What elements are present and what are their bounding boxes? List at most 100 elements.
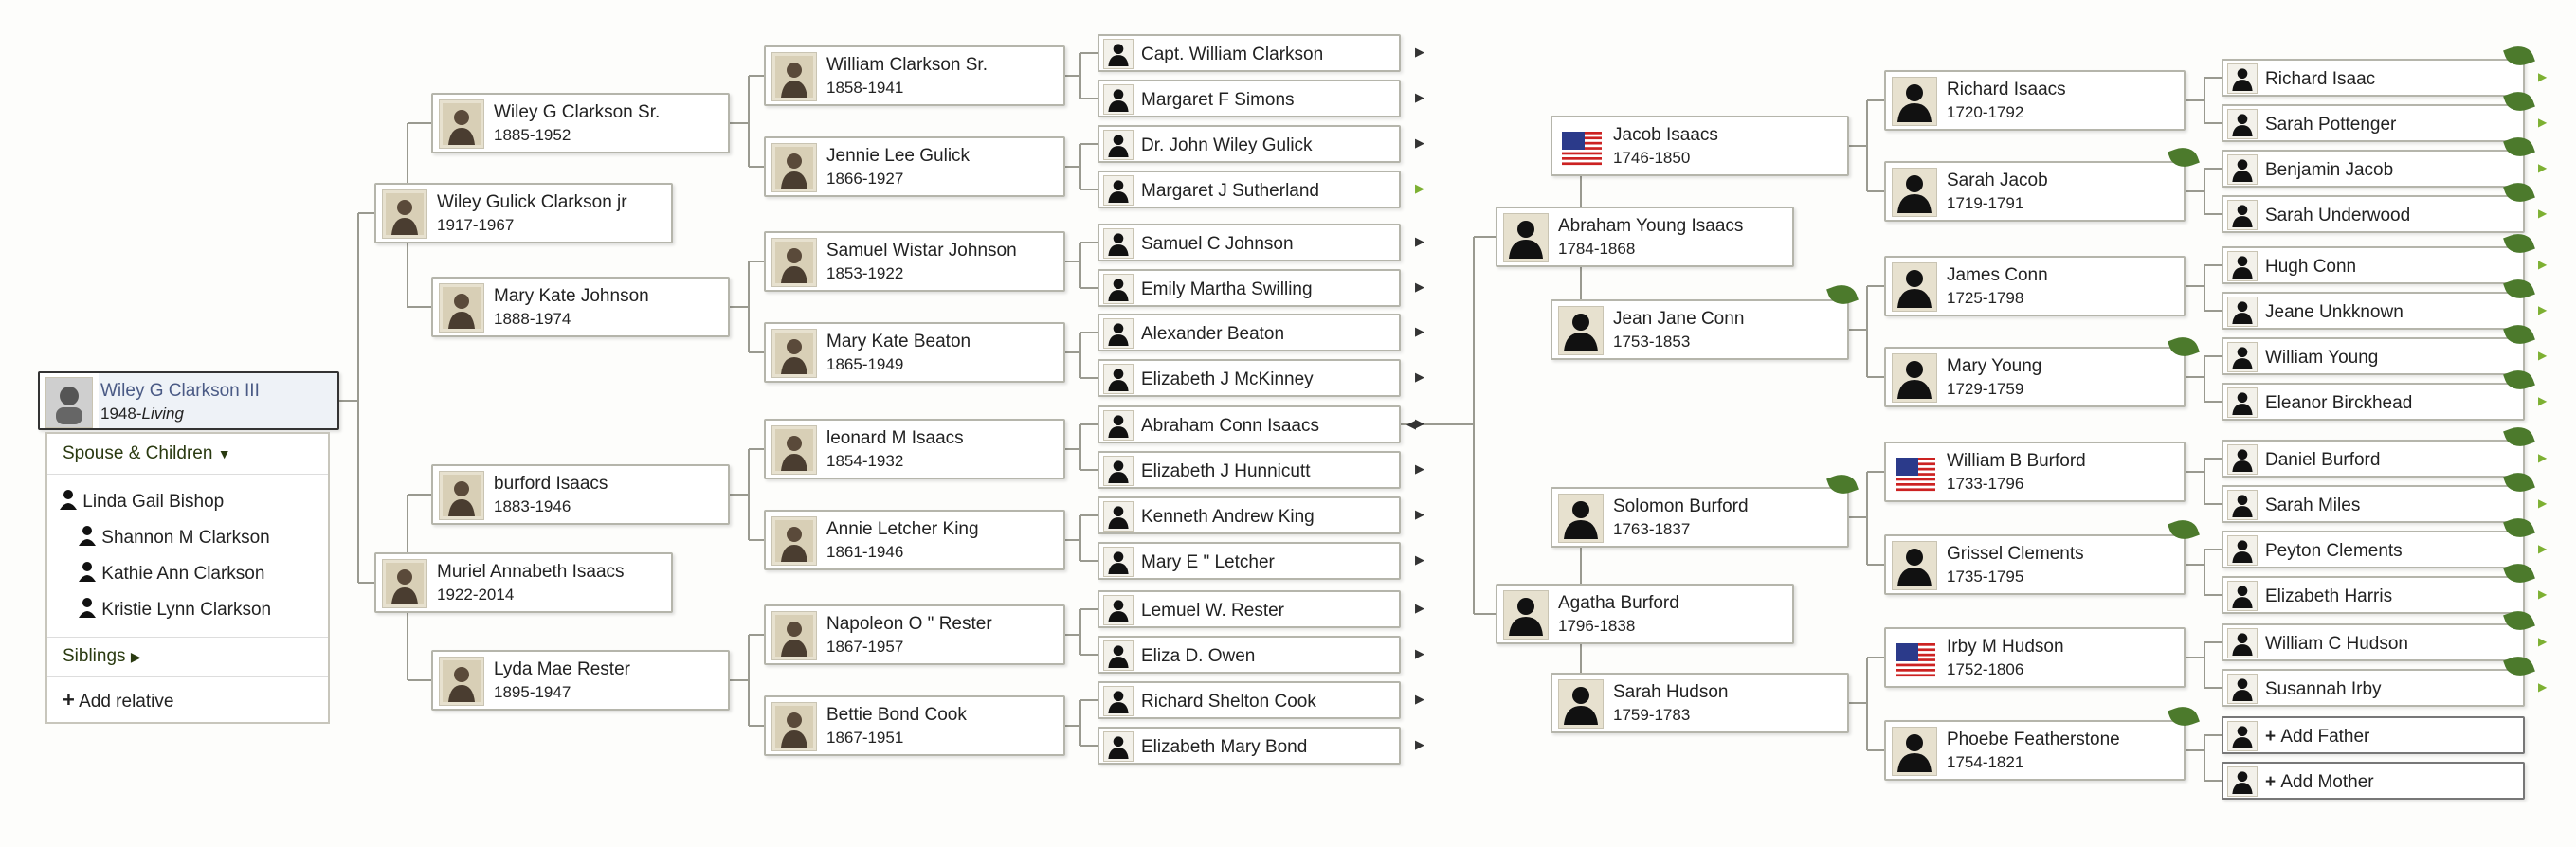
person-card-gen2[interactable]: burford Isaacs 1883-1946	[431, 464, 730, 525]
person-card-gen4[interactable]: Kenneth Andrew King	[1098, 496, 1401, 534]
person-card-right-gen4[interactable]: Susannah Irby	[2222, 669, 2525, 707]
spouse-children-toggle[interactable]: Spouse & Children ▼	[63, 443, 231, 464]
person-card-right-gen4[interactable]: Sarah Underwood	[2222, 195, 2525, 233]
person-card-right-gen3[interactable]: Richard Isaacs 1720-1792	[1884, 70, 2186, 131]
expand-arrow-icon[interactable]: ▶	[2538, 116, 2548, 129]
person-card-gen4[interactable]: Eliza D. Owen	[1098, 636, 1401, 674]
add-mother-button[interactable]: + Add Mother	[2222, 762, 2525, 800]
expand-arrow-icon[interactable]: ▶	[2538, 207, 2548, 220]
person-card-gen4[interactable]: Richard Shelton Cook	[1098, 681, 1401, 719]
person-card-right-gen4[interactable]: Benjamin Jacob	[2222, 150, 2525, 188]
person-card-gen3[interactable]: Napoleon O " Rester 1867-1957	[764, 604, 1065, 665]
expand-arrow-icon[interactable]: ▶	[2538, 70, 2548, 83]
expand-arrow-icon[interactable]: ▶	[2538, 635, 2548, 648]
child-link-2[interactable]: Kathie Ann Clarkson	[78, 561, 264, 585]
person-card-gen4[interactable]: Abraham Conn Isaacs	[1098, 405, 1401, 443]
siblings-toggle[interactable]: Siblings ▶	[63, 646, 141, 667]
expand-arrow-icon[interactable]: ▶	[1415, 507, 1424, 521]
expand-arrow-icon[interactable]: ▶	[1415, 45, 1424, 59]
person-card-gen3[interactable]: William Clarkson Sr. 1858-1941	[764, 45, 1065, 106]
person-card-right-gen4[interactable]: William Young	[2222, 337, 2525, 375]
person-card-gen3[interactable]: Annie Letcher King 1861-1946	[764, 510, 1065, 570]
expand-arrow-icon[interactable]: ▶	[1415, 181, 1424, 195]
expand-arrow-icon[interactable]: ▶	[1415, 90, 1424, 104]
person-card-right-gen3[interactable]: Grissel Clements 1735-1795	[1884, 534, 2186, 595]
person-card-right-gen4[interactable]: Eleanor Birckhead	[2222, 383, 2525, 421]
person-card-right-gen2[interactable]: Jacob Isaacs 1746-1850	[1551, 116, 1849, 176]
expand-arrow-icon[interactable]: ▶	[2538, 496, 2548, 510]
expand-arrow-icon[interactable]: ▶	[2538, 349, 2548, 362]
expand-arrow-icon[interactable]: ▶	[2538, 258, 2548, 271]
expand-arrow-icon[interactable]: ▶	[1415, 737, 1424, 751]
expand-arrow-icon[interactable]: ▶	[1415, 135, 1424, 150]
expand-arrow-icon[interactable]: ▶	[2538, 542, 2548, 555]
person-photo-icon	[775, 706, 813, 748]
person-card-gen2[interactable]: Mary Kate Johnson 1888-1974	[431, 277, 730, 337]
person-card-father[interactable]: Wiley Gulick Clarkson jr 1917-1967	[374, 183, 673, 243]
expand-arrow-icon[interactable]: ▶	[1415, 601, 1424, 615]
add-relative-button[interactable]: + Add relative	[63, 688, 173, 712]
person-card-right-gen3[interactable]: Phoebe Featherstone 1754-1821	[1884, 720, 2186, 781]
person-card-right-gen3[interactable]: Irby M Hudson 1752-1806	[1884, 627, 2186, 688]
expand-arrow-icon[interactable]: ▶	[1415, 461, 1424, 476]
person-card-right-gen4[interactable]: Hugh Conn	[2222, 246, 2525, 284]
person-card-gen4[interactable]: Lemuel W. Rester	[1098, 590, 1401, 628]
person-card-right-gen3[interactable]: Sarah Jacob 1719-1791	[1884, 161, 2186, 222]
expand-arrow-icon[interactable]: ▶	[1415, 234, 1424, 248]
person-card-gen4[interactable]: Emily Martha Swilling	[1098, 269, 1401, 307]
person-card-gen3[interactable]: Bettie Bond Cook 1867-1951	[764, 695, 1065, 756]
root-person-card[interactable]: Wiley G Clarkson III 1948-Living	[38, 371, 339, 430]
person-card-right-gen4[interactable]: William C Hudson	[2222, 623, 2525, 661]
person-card-right-gen4[interactable]: Daniel Burford	[2222, 440, 2525, 478]
expand-arrow-icon[interactable]: ▶	[1415, 692, 1424, 706]
person-card-right-gen4[interactable]: Sarah Miles	[2222, 485, 2525, 523]
person-card-right-gen1[interactable]: Agatha Burford 1796-1838	[1496, 584, 1794, 644]
expand-arrow-icon[interactable]: ▶	[2538, 680, 2548, 694]
child-link-1[interactable]: Shannon M Clarkson	[78, 525, 270, 549]
person-card-gen4[interactable]: Samuel C Johnson	[1098, 224, 1401, 261]
person-card-right-gen2[interactable]: Solomon Burford 1763-1837	[1551, 487, 1849, 548]
child-link-3[interactable]: Kristie Lynn Clarkson	[78, 597, 271, 621]
person-card-gen4[interactable]: Alexander Beaton	[1098, 314, 1401, 351]
person-card-gen4[interactable]: Margaret F Simons	[1098, 80, 1401, 117]
person-card-mother[interactable]: Muriel Annabeth Isaacs 1922-2014	[374, 552, 673, 613]
person-card-gen4[interactable]: Capt. William Clarkson	[1098, 34, 1401, 72]
person-card-gen3[interactable]: leonard M Isaacs 1854-1932	[764, 419, 1065, 479]
person-card-gen4[interactable]: Dr. John Wiley Gulick	[1098, 125, 1401, 163]
spouse-link[interactable]: Linda Gail Bishop	[59, 489, 224, 513]
person-card-right-gen3[interactable]: James Conn 1725-1798	[1884, 256, 2186, 316]
person-card-right-gen4[interactable]: Richard Isaac	[2222, 59, 2525, 97]
person-card-gen3[interactable]: Jennie Lee Gulick 1866-1927	[764, 136, 1065, 197]
person-card-gen4[interactable]: Elizabeth Mary Bond	[1098, 727, 1401, 765]
person-card-right-gen4[interactable]: Elizabeth Harris	[2222, 576, 2525, 614]
expand-arrow-icon[interactable]: ▶	[2538, 161, 2548, 174]
expand-arrow-icon[interactable]: ▶	[1415, 279, 1424, 294]
person-card-right-gen3[interactable]: Mary Young 1729-1759	[1884, 347, 2186, 407]
add-father-button[interactable]: + Add Father	[2222, 716, 2525, 754]
expand-arrow-icon[interactable]: ▶	[2538, 394, 2548, 407]
person-card-gen3[interactable]: Samuel Wistar Johnson 1853-1922	[764, 231, 1065, 292]
person-card-gen3[interactable]: Mary Kate Beaton 1865-1949	[764, 322, 1065, 383]
person-card-gen4[interactable]: Mary E " Letcher	[1098, 542, 1401, 580]
person-card-gen4[interactable]: Margaret J Sutherland	[1098, 171, 1401, 208]
person-card-right-gen4[interactable]: Jeane Unkknown	[2222, 292, 2525, 330]
person-card-gen4[interactable]: Elizabeth J Hunnicutt	[1098, 451, 1401, 489]
person-card-right-gen1[interactable]: Abraham Young Isaacs 1784-1868	[1496, 207, 1794, 267]
person-card-gen2[interactable]: Lyda Mae Rester 1895-1947	[431, 650, 730, 711]
expand-arrow-icon[interactable]: ▶	[2538, 587, 2548, 601]
person-card-right-gen2[interactable]: Jean Jane Conn 1753-1853	[1551, 299, 1849, 360]
person-card-right-gen4[interactable]: Sarah Pottenger	[2222, 104, 2525, 142]
expand-arrow-icon[interactable]: ▶	[1415, 646, 1424, 660]
person-card-right-gen4[interactable]: Peyton Clements	[2222, 531, 2525, 568]
person-card-gen4[interactable]: Elizabeth J McKinney	[1098, 359, 1401, 397]
expand-arrow-icon[interactable]: ▶	[1415, 416, 1424, 430]
person-card-right-gen3[interactable]: William B Burford 1733-1796	[1884, 442, 2186, 502]
person-card-right-gen2[interactable]: Sarah Hudson 1759-1783	[1551, 673, 1849, 733]
person-card-gen2[interactable]: Wiley G Clarkson Sr. 1885-1952	[431, 93, 730, 153]
expand-arrow-icon[interactable]: ▶	[2538, 451, 2548, 464]
collapse-arrow-icon[interactable]: ◀	[1406, 417, 1416, 431]
expand-arrow-icon[interactable]: ▶	[2538, 303, 2548, 316]
expand-arrow-icon[interactable]: ▶	[1415, 369, 1424, 384]
expand-arrow-icon[interactable]: ▶	[1415, 552, 1424, 567]
expand-arrow-icon[interactable]: ▶	[1415, 324, 1424, 338]
